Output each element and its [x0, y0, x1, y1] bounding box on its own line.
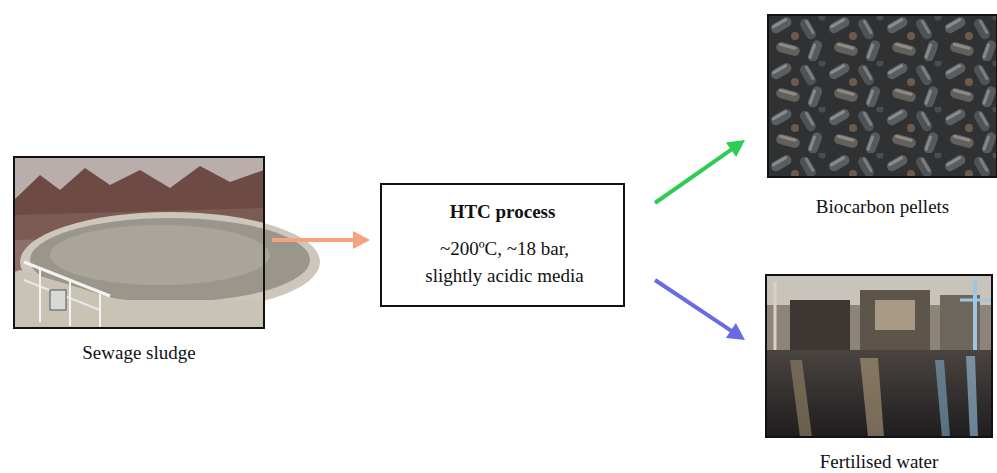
- process-box: HTC process ~200ºC, ~18 bar, slightly aci…: [380, 183, 625, 307]
- fertilised-water-photo: [766, 275, 992, 437]
- photo-caption: Fertilised water: [766, 450, 992, 473]
- box-body-text: ~200ºC, ~18 bar, slightly acidic media: [417, 235, 592, 289]
- biocarbon-pellets-photo: [768, 15, 997, 177]
- photo-caption-node: Fertilised water: [766, 275, 992, 473]
- sewage-sludge-photo: [14, 157, 320, 328]
- box-heading: HTC process: [417, 199, 588, 225]
- arrow-shaft: [655, 280, 733, 332]
- arrow-head: [353, 231, 370, 249]
- arrow-head: [726, 323, 745, 340]
- photo-caption: Biocarbon pellets: [768, 195, 997, 219]
- arrow-shaft: [272, 238, 355, 242]
- arrow-shaft: [655, 149, 733, 203]
- photo-caption-node: Sewage sludge: [14, 157, 264, 365]
- flow-arrow: [655, 280, 745, 340]
- flow-arrow: [655, 140, 745, 203]
- flow-arrow: [272, 231, 370, 249]
- arrow-head: [726, 140, 745, 157]
- photo-caption: Sewage sludge: [14, 341, 264, 365]
- photo-caption-node: Biocarbon pellets: [768, 15, 997, 219]
